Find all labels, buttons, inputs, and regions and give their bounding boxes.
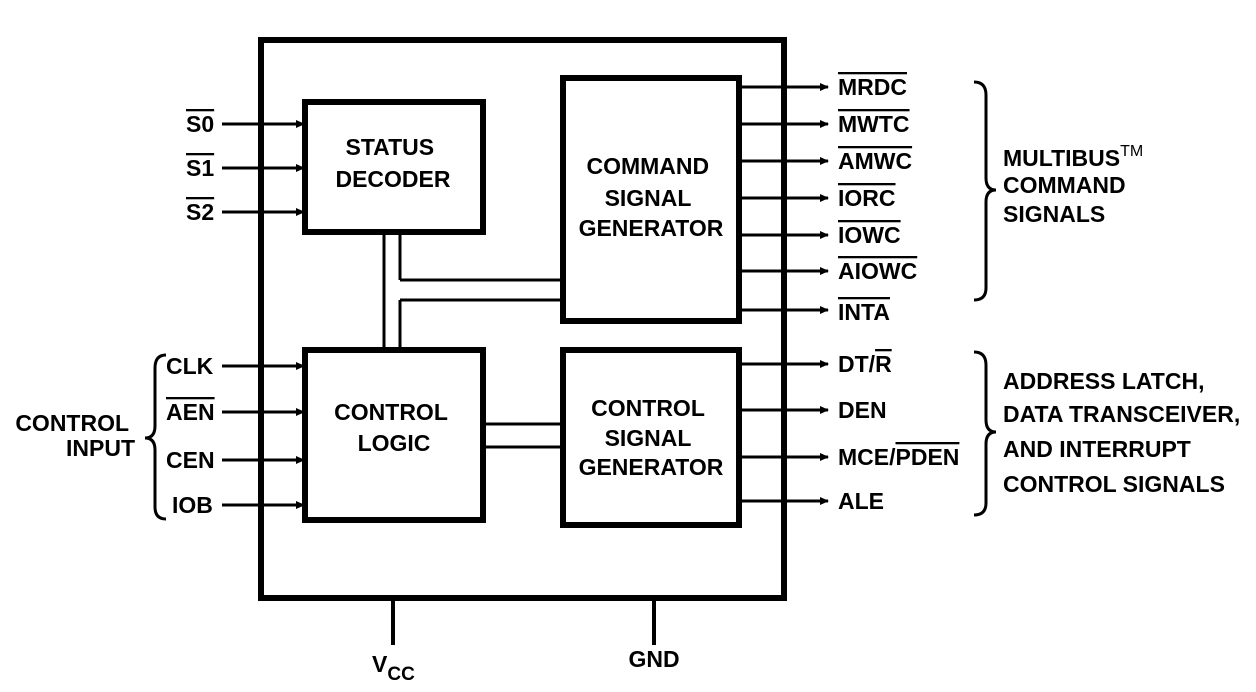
control-output-wires: [739, 360, 829, 505]
output-aiowc: AIOWC: [838, 258, 917, 284]
output-dt-r: DT/R: [838, 351, 892, 377]
output-mrdc: MRDC: [838, 74, 907, 100]
gnd-label: GND: [628, 646, 679, 672]
control-input-label: CONTROL INPUT: [15, 410, 135, 461]
internal-buses: [382, 232, 563, 449]
input-s1: S1: [186, 155, 214, 181]
control-signal-generator-label: CONTROL SIGNAL GENERATOR: [579, 395, 724, 480]
command-signal-generator-block: [560, 75, 742, 324]
output-ale: ALE: [838, 488, 884, 514]
input-s2: S2: [186, 199, 214, 225]
control-logic-label: CONTROL LOGIC: [334, 399, 454, 456]
latch-signals-brace: [973, 350, 997, 517]
input-cen: CEN: [166, 447, 215, 473]
control-signal-generator-block: [560, 347, 742, 528]
input-iob: IOB: [172, 492, 213, 518]
output-iowc: IOWC: [838, 222, 901, 248]
multibus-command-signals-label: MULTIBUSTM COMMAND SIGNALS: [1003, 135, 1150, 227]
output-mce-pden: MCE/PDEN: [838, 444, 959, 470]
vcc-label: VCC: [372, 651, 415, 685]
control-input-wires: [222, 362, 305, 509]
status-decoder-label: STATUS DECODER: [335, 134, 450, 192]
output-den: DEN: [838, 397, 887, 423]
status-input-wires: [222, 120, 305, 216]
status-decoder-block: [302, 99, 486, 235]
multibus-brace: [973, 80, 997, 302]
input-clk: CLK: [166, 353, 214, 379]
control-input-brace: [144, 353, 167, 521]
output-amwc: AMWC: [838, 148, 912, 174]
input-aen: AEN: [166, 399, 215, 425]
control-logic-block: [302, 347, 486, 523]
output-inta: INTA: [838, 299, 890, 325]
chip-outline: [258, 37, 787, 601]
command-output-wires: [739, 83, 829, 314]
output-mwtc: MWTC: [838, 111, 910, 137]
input-s0: S0: [186, 111, 214, 137]
output-iorc: IORC: [838, 185, 896, 211]
command-signal-generator-label: COMMAND SIGNAL GENERATOR: [579, 153, 724, 241]
latch-signals-label: ADDRESS LATCH, DATA TRANSCEIVER, AND INT…: [1003, 368, 1247, 497]
